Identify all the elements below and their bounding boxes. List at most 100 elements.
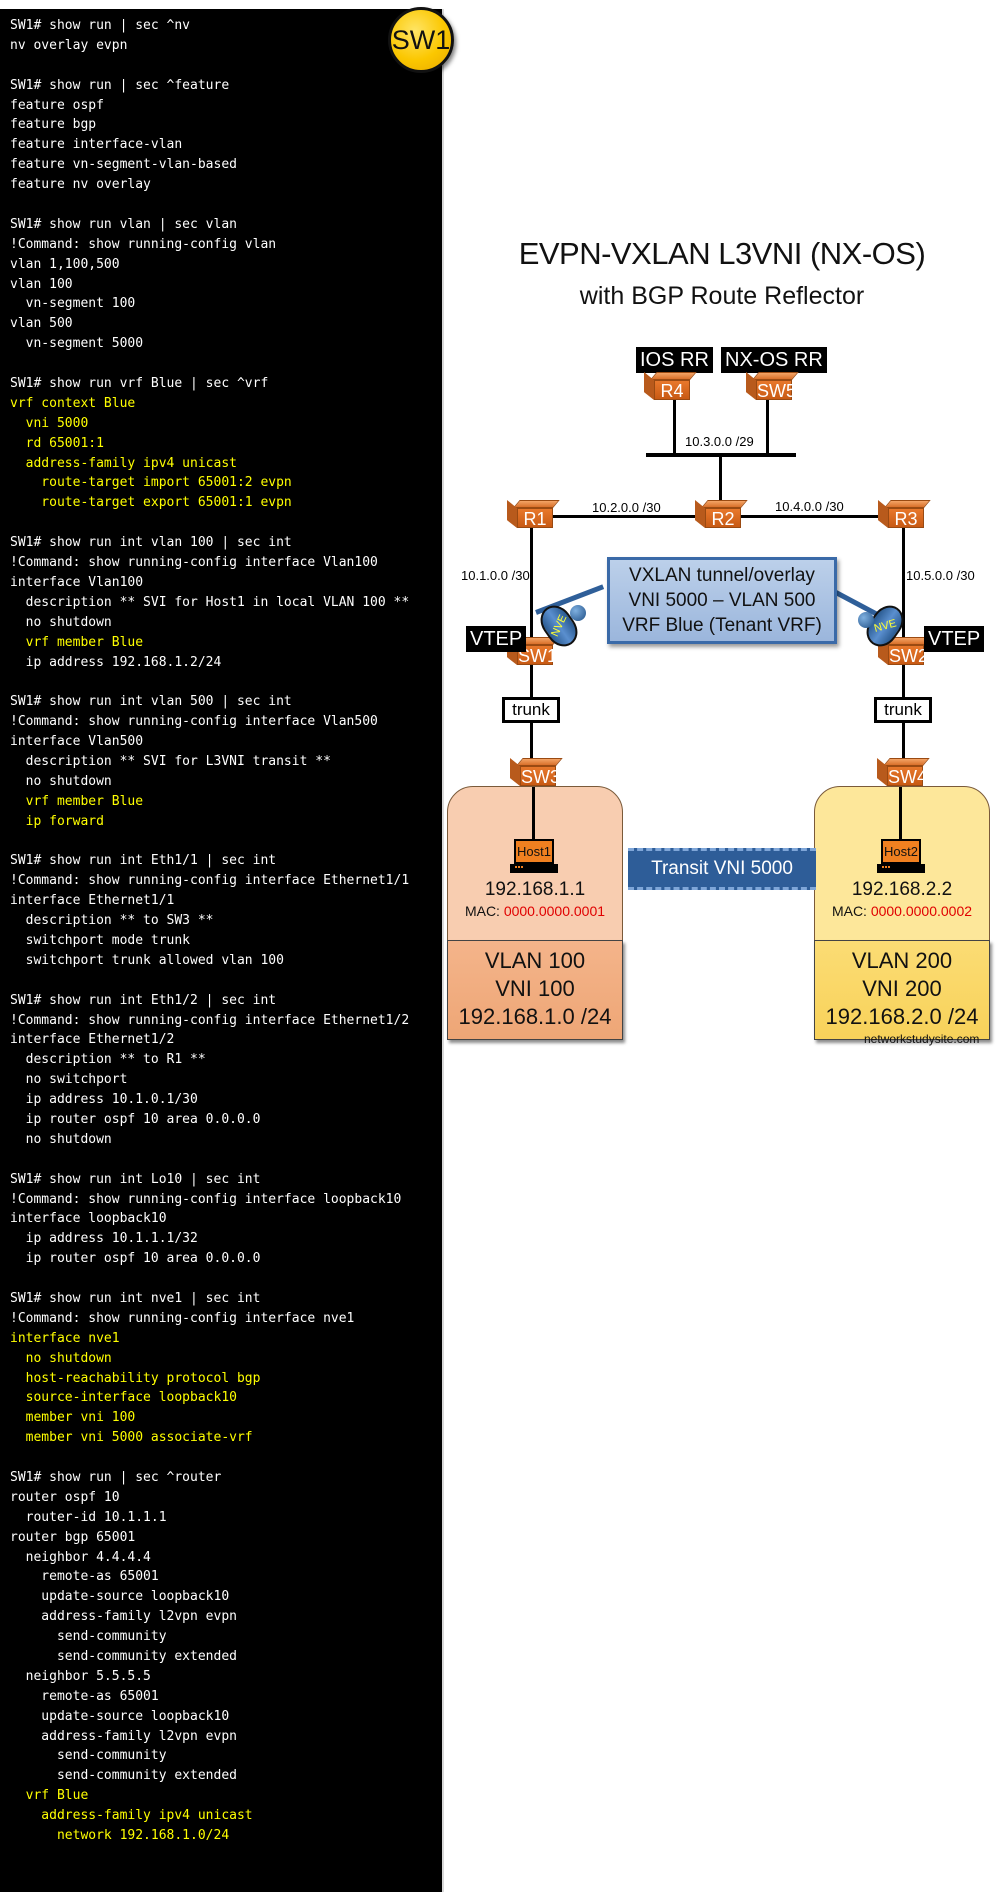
terminal-line: route-target import 65001:2 evpn xyxy=(10,475,292,491)
laptop-icon xyxy=(510,864,558,873)
terminal-line: feature ospf xyxy=(10,97,104,113)
wire-lan-r2 xyxy=(719,455,722,515)
site2-vlan: VLAN 200 xyxy=(851,948,953,973)
terminal-line: route-target export 65001:1 evpn xyxy=(10,495,292,511)
site1-subnet: 192.168.1.0 /24 xyxy=(458,1004,612,1029)
ios-rr-label: IOS RR xyxy=(636,347,713,373)
terminal-line: address-family ipv4 unicast xyxy=(10,455,237,471)
laptop-icon xyxy=(877,864,925,873)
wire-sw3-host1 xyxy=(532,787,535,839)
terminal-line: update-source loopback10 xyxy=(10,1589,230,1605)
tunnel-line-3: VRF Blue (Tenant VRF) xyxy=(622,615,822,636)
terminal-line xyxy=(10,832,409,852)
nve-knob-left xyxy=(570,605,586,621)
router-r2[interactable]: R2 xyxy=(695,500,748,530)
terminal-line: rd 65001:1 xyxy=(10,435,104,451)
net-label-r1-r2: 10.2.0.0 /30 xyxy=(592,500,661,515)
terminal-line: !Command: show running-config interface … xyxy=(10,1191,402,1207)
terminal-line: neighbor 5.5.5.5 xyxy=(10,1668,151,1684)
router-r4[interactable]: R4 xyxy=(644,372,697,402)
diagram-title: EVPN-VXLAN L3VNI (NX-OS) xyxy=(518,236,926,271)
terminal-line: vrf member Blue xyxy=(10,634,144,650)
host1-ip: 192.168.1.1 xyxy=(484,879,586,900)
terminal-line: SW1# show run vlan | sec vlan xyxy=(10,216,237,232)
terminal-line: interface loopback10 xyxy=(10,1211,167,1227)
terminal-line: router-id 10.1.1.1 xyxy=(10,1509,167,1525)
terminal-line: ip router ospf 10 area 0.0.0.0 xyxy=(10,1111,261,1127)
terminal-line: vlan 100 xyxy=(10,276,73,292)
net-label-r3-sw2: 10.5.0.0 /30 xyxy=(906,568,975,583)
terminal-line: host-reachability protocol bgp xyxy=(10,1370,261,1386)
vtep-label-sw2: VTEP xyxy=(924,626,985,652)
terminal-line: router ospf 10 xyxy=(10,1489,120,1505)
switch-sw4[interactable]: SW4 xyxy=(877,758,930,788)
host1[interactable]: Host1 xyxy=(510,839,558,875)
terminal-line: router bgp 65001 xyxy=(10,1529,136,1545)
terminal-line: member vni 5000 associate-vrf xyxy=(10,1430,253,1446)
host1-mac: MAC: 0000.0000.0001 xyxy=(464,903,606,919)
nxos-rr-label: NX-OS RR xyxy=(721,347,827,373)
terminal-line xyxy=(10,971,409,991)
host2[interactable]: Host2 xyxy=(877,839,925,875)
terminal-line: !Command: show running-config interface … xyxy=(10,1012,410,1028)
terminal-line: !Command: show running-config vlan xyxy=(10,236,277,252)
terminal-line: send-community xyxy=(10,1629,167,1645)
terminal-line: SW1# show run | sec ^feature xyxy=(10,77,230,93)
terminal-line: ip address 192.168.1.2/24 xyxy=(10,654,222,670)
site1-vni: VNI 100 xyxy=(495,976,575,1001)
terminal-line: ip router ospf 10 area 0.0.0.0 xyxy=(10,1251,261,1267)
terminal-line: switchport trunk allowed vlan 100 xyxy=(10,952,284,968)
wire-left-stack xyxy=(530,525,533,845)
terminal-line: description ** SVI for L3VNI transit ** xyxy=(10,753,331,769)
sw1-badge: SW1 xyxy=(388,7,454,73)
wire-r4-lan xyxy=(673,396,676,456)
terminal-line: vlan 1,100,500 xyxy=(10,256,120,272)
host1-label: Host1 xyxy=(514,839,554,864)
terminal-line: no switchport xyxy=(10,1072,128,1088)
terminal-line: vrf context Blue xyxy=(10,395,136,411)
host2-mac: MAC: 0000.0000.0002 xyxy=(831,903,973,919)
router-r1[interactable]: R1 xyxy=(507,500,560,530)
switch-sw5[interactable]: SW5 xyxy=(746,372,799,402)
wire-right-stack xyxy=(902,525,905,845)
terminal-line: remote-as 65001 xyxy=(10,1688,159,1704)
terminal-line: !Command: show running-config interface … xyxy=(10,873,410,889)
terminal-line: address-family ipv4 unicast xyxy=(10,1808,253,1824)
terminal-line: vlan 500 xyxy=(10,316,73,332)
switch-sw2[interactable]: SW2 xyxy=(878,637,931,667)
terminal-line: feature nv overlay xyxy=(10,177,151,193)
terminal-line: nv overlay evpn xyxy=(10,37,128,53)
terminal-line: address-family l2vpn evpn xyxy=(10,1609,237,1625)
tunnel-line-1: VXLAN tunnel/overlay xyxy=(629,565,815,586)
wire-sw4-host2 xyxy=(899,787,902,839)
terminal-line: member vni 100 xyxy=(10,1410,136,1426)
terminal-line: network 192.168.1.0/24 xyxy=(10,1828,230,1844)
terminal-line: SW1# show run | sec ^router xyxy=(10,1470,222,1486)
terminal-line: SW1# show run int Eth1/2 | sec int xyxy=(10,992,277,1008)
site2-vni: VNI 200 xyxy=(862,976,942,1001)
terminal-line: no shutdown xyxy=(10,614,112,630)
terminal-line: interface Vlan500 xyxy=(10,734,144,750)
terminal-line: feature interface-vlan xyxy=(10,137,183,153)
router-r3[interactable]: R3 xyxy=(878,500,931,530)
terminal-line: SW1# show run vrf Blue | sec ^vrf xyxy=(10,376,269,392)
terminal-line: vni 5000 xyxy=(10,415,89,431)
terminal-line xyxy=(10,1448,409,1468)
terminal-line: ip address 10.1.1.1/32 xyxy=(10,1231,198,1247)
net-label-rr-lan: 10.3.0.0 /29 xyxy=(685,434,754,449)
terminal-line: neighbor 4.4.4.4 xyxy=(10,1549,151,1565)
vtep-label-sw1: VTEP xyxy=(466,626,527,652)
terminal-line: SW1# show run | sec ^nv xyxy=(10,18,191,33)
terminal-line xyxy=(10,56,409,76)
terminal-line: !Command: show running-config interface … xyxy=(10,714,378,730)
terminal-line: no shutdown xyxy=(10,773,112,789)
terminal-line: SW1# show run int vlan 100 | sec int xyxy=(10,535,292,551)
site1-area: Host1 192.168.1.1 MAC: 0000.0000.0001 xyxy=(447,786,623,946)
terminal-line xyxy=(10,1150,409,1170)
terminal-line: ip forward xyxy=(10,813,104,829)
site-credit: networkstudysite.com xyxy=(864,1032,980,1046)
terminal-line: no shutdown xyxy=(10,1350,112,1366)
switch-sw3[interactable]: SW3 xyxy=(510,758,563,788)
